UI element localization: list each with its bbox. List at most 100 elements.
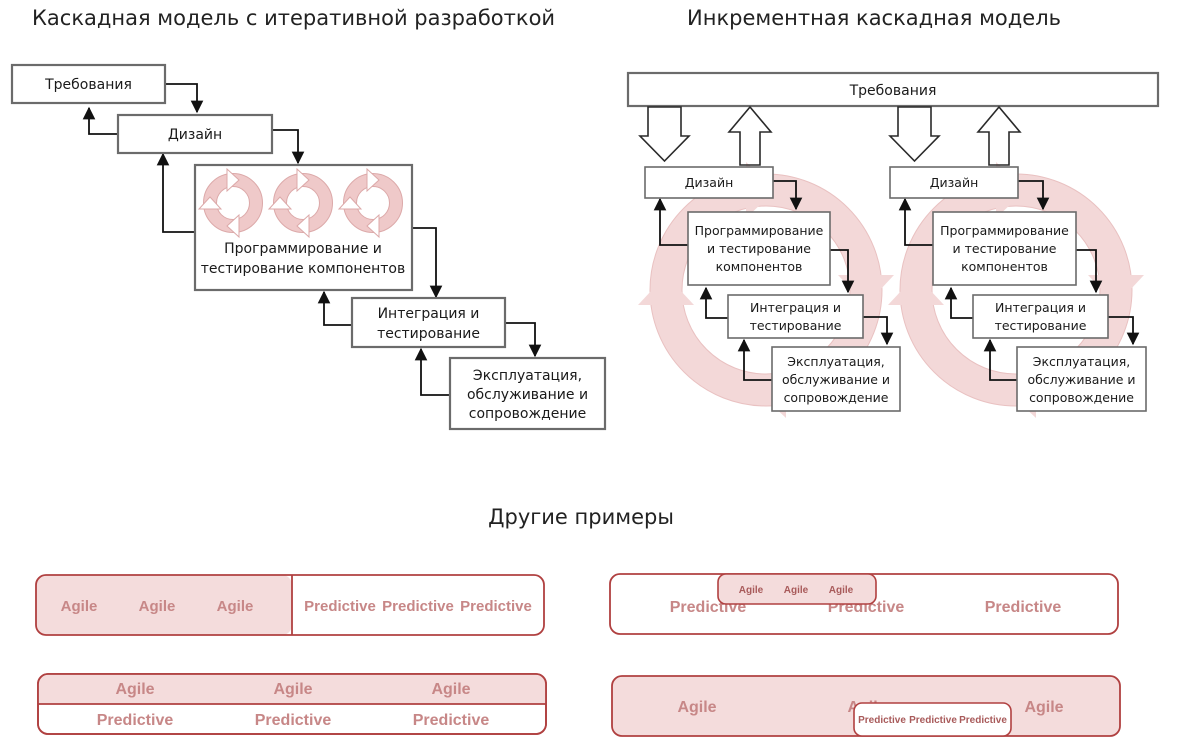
label-operation-1: Эксплуатация,: [1033, 354, 1130, 369]
agile-layer: [38, 674, 546, 704]
agile-label: Agile: [739, 585, 764, 596]
label-requirements-wide: Требования: [849, 83, 937, 99]
label-programming-2: и тестирование: [707, 241, 811, 256]
label-programming-2: тестирование компонентов: [201, 261, 406, 277]
predictive-label: Predictive: [460, 598, 532, 615]
box-design: [116, 113, 274, 155]
label-design: Дизайн: [930, 175, 979, 190]
agile-overlay-box: [717, 573, 877, 605]
connector-design-req: [82, 106, 118, 135]
box-operation: [1016, 346, 1147, 412]
connector-integ-oper: [1108, 316, 1140, 346]
predictive-label: Predictive: [985, 599, 1062, 616]
box-design: [644, 166, 774, 199]
box-programming: [932, 211, 1077, 286]
label-integration-2: тестирование: [995, 318, 1087, 333]
bottom-title: Другие примеры: [488, 505, 674, 529]
up-arrow-2: [976, 105, 1022, 166]
label-integration-2: тестирование: [750, 318, 842, 333]
box-programming: [687, 211, 831, 286]
example-bar-outline: [35, 574, 545, 636]
box-integration: [727, 294, 864, 339]
label-programming-3: компонентов: [961, 259, 1048, 274]
label-integration-2: тестирование: [377, 326, 480, 342]
label-programming-2: и тестирование: [953, 241, 1057, 256]
agile-label: Agile: [139, 598, 176, 615]
increment-2: Дизайн Программирование и тестирование к…: [889, 166, 1147, 412]
predictive-label: Predictive: [97, 712, 174, 729]
label-programming-1: Программирование и: [224, 241, 382, 257]
predictive-label: Predictive: [413, 712, 490, 729]
example-agile-embedded-in-predictive: Predictive Predictive Predictive Agile A…: [609, 573, 1119, 635]
predictive-overlay-box: [853, 702, 1012, 737]
agile-label: Agile: [115, 681, 154, 698]
label-operation-2: обслуживание и: [782, 372, 890, 387]
connector-integ-prog: [317, 290, 352, 326]
box-operation: [771, 346, 901, 412]
agile-label: Agile: [1024, 699, 1063, 716]
label-programming-1: Программирование: [695, 223, 824, 238]
label-operation-1: Эксплуатация,: [787, 354, 884, 369]
label-operation-2: обслуживание и: [467, 387, 588, 403]
connector-integ-prog: [944, 286, 973, 319]
right-title: Инкрементная каскадная модель: [687, 6, 1061, 30]
label-operation-3: сопровождение: [784, 390, 889, 405]
label-operation-2: обслуживание и: [1027, 372, 1135, 387]
connector-design-prog: [1018, 180, 1050, 211]
connector-prog-integ: [830, 249, 855, 294]
box-requirements: [10, 63, 167, 105]
predictive-label: Predictive: [382, 598, 454, 615]
label-operation-3: сопровождение: [469, 406, 586, 422]
box-design: [889, 166, 1019, 199]
connector-integ-oper: [505, 322, 542, 358]
label-integration-1: Интеграция и: [995, 300, 1086, 315]
connector-integ-oper: [863, 316, 894, 346]
example-predictive-embedded-in-agile: Agile Agile Agile Predictive Predictive …: [611, 675, 1121, 737]
box-requirements-wide: [626, 71, 1160, 108]
down-arrow-2: [888, 106, 941, 163]
predictive-label: Predictive: [304, 598, 376, 615]
connector-prog-integ: [412, 227, 443, 299]
agile-label: Agile: [784, 585, 809, 596]
iterative-waterfall-diagram: Требования Дизайн Программирование и тес…: [10, 63, 607, 431]
box-operation: [448, 356, 607, 431]
predictive-label: Predictive: [909, 715, 957, 726]
connector-prog-design: [898, 197, 933, 246]
connector-req-design: [165, 83, 204, 114]
connector-design-prog: [272, 129, 305, 165]
connector-prog-integ: [1076, 249, 1103, 294]
connector-design-prog: [773, 180, 803, 211]
label-operation-3: сопровождение: [1029, 390, 1134, 405]
box-integration: [350, 296, 507, 349]
agile-label: Agile: [217, 598, 254, 615]
label-design: Дизайн: [685, 175, 734, 190]
agile-label: Agile: [677, 699, 716, 716]
agile-label: Agile: [273, 681, 312, 698]
agile-label: Agile: [829, 585, 854, 596]
connector-prog-design: [653, 197, 688, 246]
down-arrow-1: [638, 106, 691, 163]
connector-prog-design: [156, 152, 195, 233]
label-programming-3: компонентов: [716, 259, 803, 274]
label-requirements: Требования: [44, 77, 132, 93]
example-sequential-split: Agile Agile Agile Predictive Predictive …: [35, 574, 545, 636]
label-integration-1: Интеграция и: [378, 306, 480, 322]
connector-oper-integ: [737, 338, 772, 381]
increment-1: Дизайн Программирование и тестирование к…: [644, 166, 901, 412]
incremental-waterfall-diagram: Требования Дизайн Программирование и тес…: [626, 71, 1160, 418]
connector-oper-integ: [983, 338, 1017, 381]
label-integration-1: Интеграция и: [750, 300, 841, 315]
agile-label: Agile: [61, 598, 98, 615]
predictive-label: Predictive: [255, 712, 332, 729]
connector-oper-integ: [414, 347, 450, 396]
example-parallel-layers: Agile Agile Agile Predictive Predictive …: [37, 673, 547, 735]
left-title: Каскадная модель с итеративной разработк…: [32, 6, 555, 30]
predictive-label: Predictive: [959, 715, 1007, 726]
connector-integ-prog: [699, 286, 728, 319]
label-operation-1: Эксплуатация,: [473, 368, 582, 384]
up-arrow-1: [727, 105, 773, 166]
label-design: Дизайн: [168, 127, 222, 143]
predictive-label: Predictive: [858, 715, 906, 726]
agile-label: Agile: [431, 681, 470, 698]
